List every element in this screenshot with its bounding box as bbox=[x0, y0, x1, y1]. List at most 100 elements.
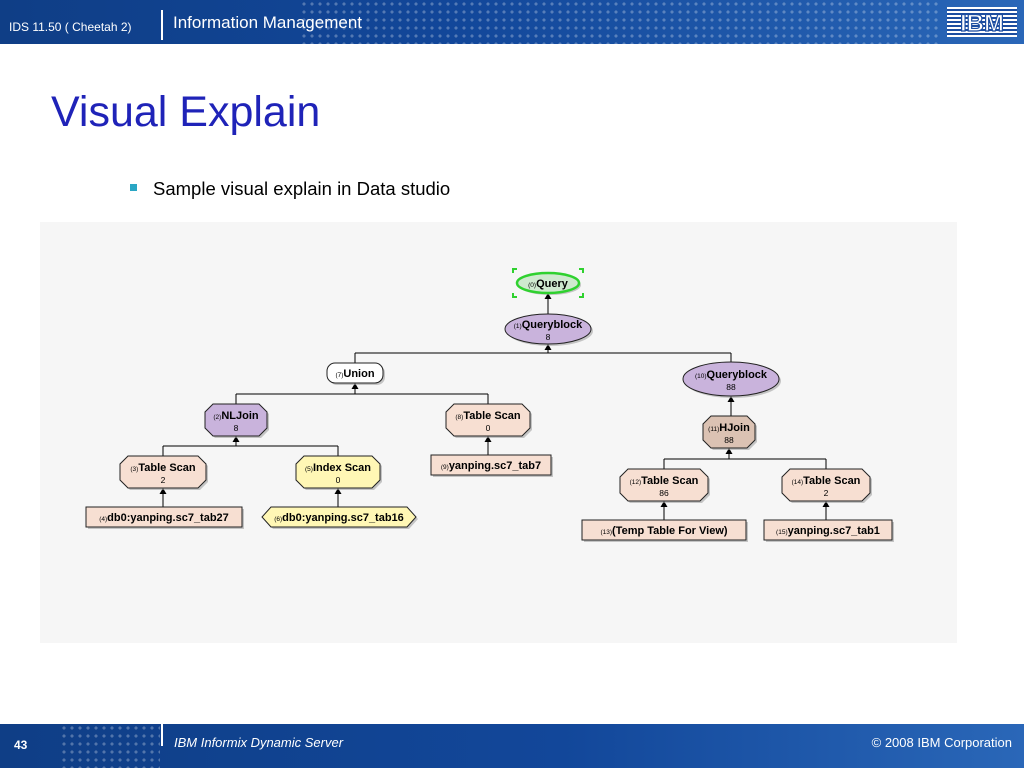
node-number: (10) bbox=[695, 373, 707, 380]
edge-group-ts14 bbox=[822, 501, 830, 520]
node-shape bbox=[702, 415, 756, 449]
node-operator: NLJoin bbox=[221, 410, 259, 422]
banner-dot-pattern bbox=[300, 0, 940, 44]
node-operator: Table Scan bbox=[463, 410, 521, 422]
node-label: (7)Union bbox=[335, 368, 374, 380]
node-label: (1)Queryblock bbox=[514, 319, 583, 331]
edge-arrowhead bbox=[660, 501, 668, 507]
edge-group-query bbox=[544, 293, 552, 314]
svg-text:IBM: IBM bbox=[960, 10, 1004, 37]
node-label: (0)Query bbox=[528, 278, 569, 290]
edge-group-qb10 bbox=[727, 396, 735, 416]
node-shape bbox=[682, 361, 780, 397]
edge-group-ts3 bbox=[159, 488, 167, 507]
node-label: (11)HJoin bbox=[708, 422, 750, 434]
node-number: (2) bbox=[213, 414, 221, 421]
node-number: (6) bbox=[274, 516, 282, 523]
node-operator: Union bbox=[343, 368, 374, 380]
node-label: (14)Table Scan bbox=[792, 475, 861, 487]
node-number: (7) bbox=[335, 372, 343, 379]
bullet-square-icon bbox=[130, 184, 137, 191]
node-cost: 0 bbox=[486, 423, 491, 433]
edge-arrowhead bbox=[725, 448, 733, 454]
node-shape bbox=[295, 455, 381, 489]
node-operator: Table Scan bbox=[641, 475, 699, 487]
node-shape bbox=[581, 519, 747, 541]
node-operator: Table Scan bbox=[138, 462, 196, 474]
node-number: (8) bbox=[455, 414, 463, 421]
selection-handle[interactable] bbox=[512, 268, 517, 273]
node-shape bbox=[261, 506, 417, 528]
plan-node-union[interactable]: (7)Union bbox=[326, 362, 385, 385]
node-label: (10)Queryblock bbox=[695, 369, 768, 381]
ibm-logo: IBM bbox=[947, 7, 1017, 37]
footer-dot-pattern bbox=[60, 724, 160, 768]
node-number: (11) bbox=[708, 426, 719, 433]
node-operator: Queryblock bbox=[522, 319, 583, 331]
plan-node-t6[interactable]: (6)db0:yanping.sc7_tab16 bbox=[261, 506, 418, 529]
edge-group-qb1 bbox=[354, 344, 732, 363]
node-label: (9)yanping.sc7_tab7 bbox=[441, 460, 541, 472]
plan-node-t4[interactable]: (4)db0:yanping.sc7_tab27 bbox=[85, 506, 244, 529]
node-number: (1) bbox=[514, 323, 522, 330]
edge-arrowhead bbox=[334, 488, 342, 494]
node-label: (15)yanping.sc7_tab1 bbox=[776, 525, 880, 537]
node-label: (4)db0:yanping.sc7_tab27 bbox=[99, 512, 229, 524]
node-number: (0) bbox=[528, 282, 536, 289]
node-operator: db0:yanping.sc7_tab16 bbox=[282, 512, 404, 524]
footer-product: IBM Informix Dynamic Server bbox=[174, 735, 344, 750]
node-operator: Index Scan bbox=[313, 462, 371, 474]
node-number: (13) bbox=[600, 529, 612, 536]
node-cost: 88 bbox=[726, 382, 736, 392]
node-shape bbox=[763, 519, 893, 541]
explain-tree-canvas: (0)Query(1)Queryblock8(7)Union(10)Queryb… bbox=[85, 268, 894, 542]
node-cost: 2 bbox=[161, 475, 166, 485]
footer-copyright: © 2008 IBM Corporation bbox=[871, 735, 1012, 750]
edge-arrowhead bbox=[727, 396, 735, 402]
edge-group-is5 bbox=[334, 488, 342, 507]
product-version: IDS 11.50 ( Cheetah 2) bbox=[9, 20, 132, 34]
node-number: (12) bbox=[630, 479, 642, 486]
plan-node-t15[interactable]: (15)yanping.sc7_tab1 bbox=[763, 519, 894, 542]
node-operator: yanping.sc7_tab7 bbox=[449, 460, 541, 472]
brand-area: Information Management bbox=[173, 13, 362, 32]
node-label: (2)NLJoin bbox=[213, 410, 259, 422]
node-number: (9) bbox=[441, 464, 449, 471]
plan-node-query[interactable]: (0)Query bbox=[512, 268, 584, 298]
node-label: (5)Index Scan bbox=[305, 462, 371, 474]
selection-handle[interactable] bbox=[579, 268, 584, 273]
node-label: (3)Table Scan bbox=[130, 462, 195, 474]
node-shape bbox=[119, 455, 207, 489]
node-operator: Table Scan bbox=[803, 475, 861, 487]
plan-node-t13[interactable]: (13)(Temp Table For View) bbox=[581, 519, 748, 542]
selection-handle[interactable] bbox=[512, 293, 517, 298]
edge-arrowhead bbox=[544, 293, 552, 299]
node-label: (6)db0:yanping.sc7_tab16 bbox=[274, 512, 404, 524]
node-shape bbox=[326, 362, 384, 384]
edge-arrowhead bbox=[351, 383, 359, 389]
banner-separator bbox=[161, 10, 163, 40]
node-number: (14) bbox=[792, 479, 804, 486]
node-operator: yanping.sc7_tab1 bbox=[788, 525, 880, 537]
node-label: (12)Table Scan bbox=[630, 475, 699, 487]
node-operator: db0:yanping.sc7_tab27 bbox=[107, 512, 229, 524]
selection-handle[interactable] bbox=[579, 293, 584, 298]
node-shape bbox=[204, 403, 268, 437]
plan-node-t9[interactable]: (9)yanping.sc7_tab7 bbox=[430, 454, 553, 477]
node-cost: 0 bbox=[336, 475, 341, 485]
node-shape bbox=[85, 506, 243, 528]
node-shape bbox=[430, 454, 552, 476]
node-label: (8)Table Scan bbox=[455, 410, 520, 422]
node-cost: 88 bbox=[724, 435, 734, 445]
footer-separator bbox=[161, 724, 163, 746]
